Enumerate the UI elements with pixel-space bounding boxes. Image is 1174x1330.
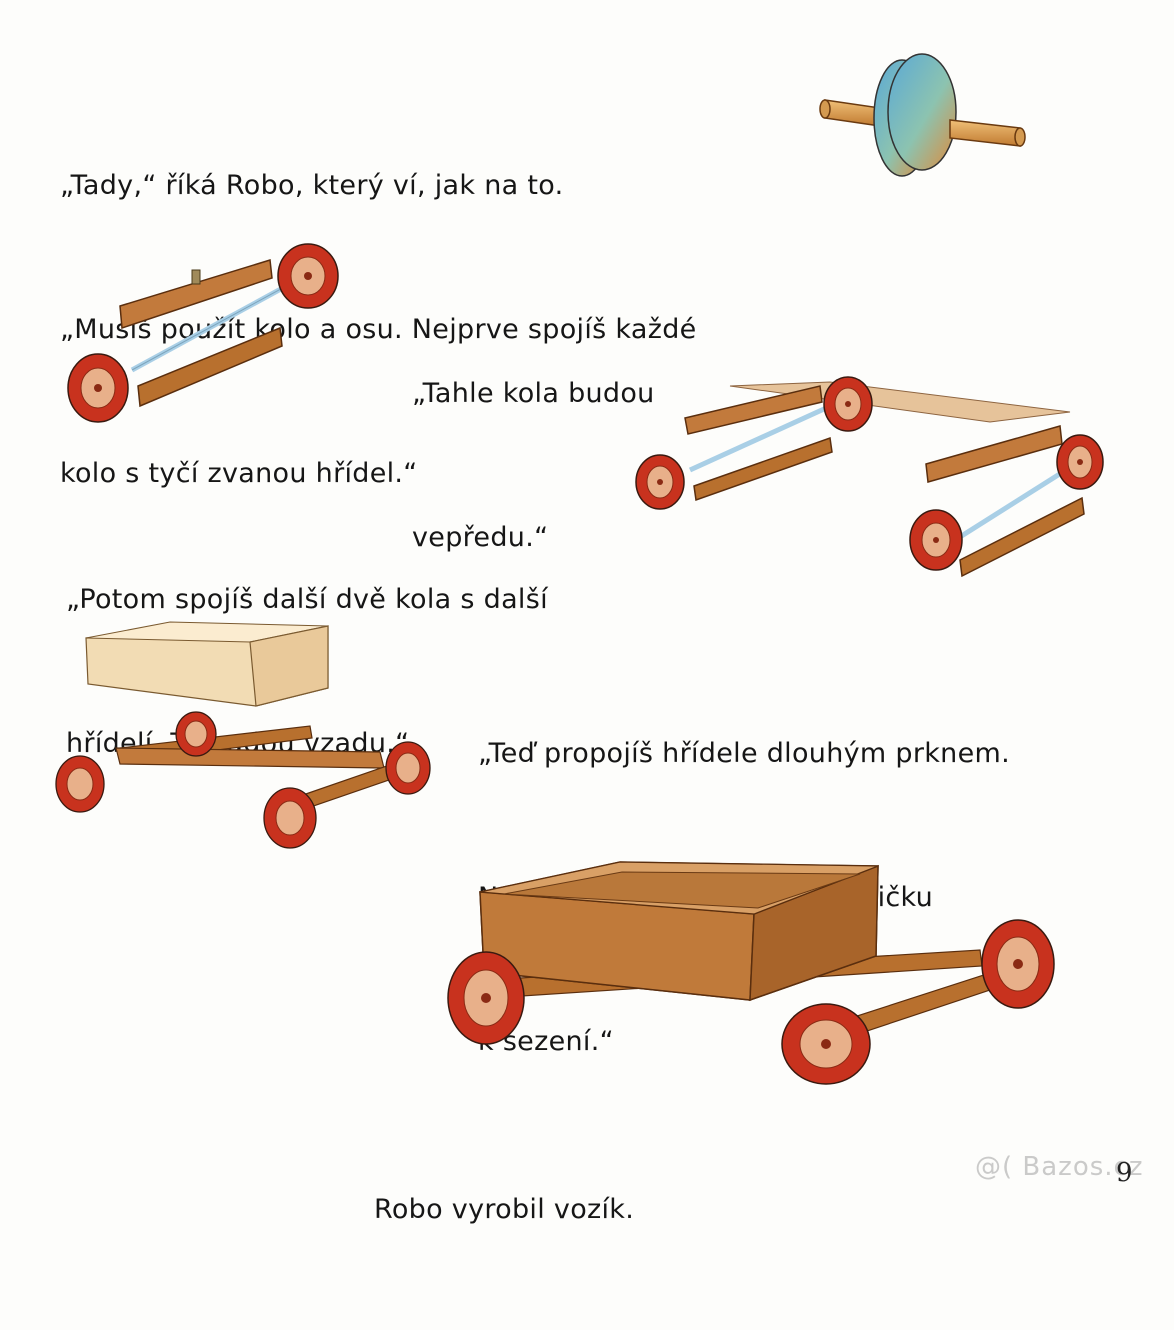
text-line: vepředu.“	[412, 522, 549, 553]
finished-cart-illustration	[447, 861, 1055, 1085]
two-assemblies-illustration	[635, 376, 1104, 578]
text-line: „Tady,“ říká Robo, který ví, jak na to.	[60, 170, 564, 201]
text-line: kolo s tyčí zvanou hřídel.“	[60, 458, 418, 489]
wheel	[981, 919, 1055, 1009]
text-line: „Tahle kola budou	[412, 378, 655, 409]
text-line: „Potom spojíš další dvě kola s další	[66, 584, 548, 615]
page-number: 9	[1116, 1158, 1133, 1188]
wheel	[175, 711, 217, 757]
wheel	[263, 787, 317, 849]
wheel	[385, 741, 431, 795]
wheel	[447, 951, 525, 1045]
wheel-axle-illustration	[819, 53, 1026, 177]
caption-text: Robo vyrobil vozík.	[374, 1090, 634, 1330]
book-page: „Tady,“ říká Robo, který ví, jak na to. …	[55, 53, 1144, 1225]
wheel	[781, 1003, 871, 1085]
wheel	[823, 376, 873, 432]
wheel	[55, 755, 105, 813]
wheel	[909, 509, 963, 571]
wheel	[635, 454, 685, 510]
wheel	[67, 353, 129, 423]
paragraph-intro: „Tady,“ říká Robo, který ví, jak na to. …	[60, 66, 697, 594]
text-line: „Teď propojíš hřídele dlouhým prknem.	[478, 738, 1010, 769]
wheel	[277, 243, 339, 309]
box-chassis-illustration	[55, 621, 431, 849]
paragraph-front-wheels: „Tahle kola budou vepředu.“	[412, 274, 655, 658]
wheel	[1056, 434, 1104, 490]
caption-line: Robo vyrobil vozík.	[374, 1194, 635, 1225]
front-assembly-illustration	[67, 243, 339, 423]
watermark-text: @( Bazos.cz	[975, 1152, 1144, 1182]
